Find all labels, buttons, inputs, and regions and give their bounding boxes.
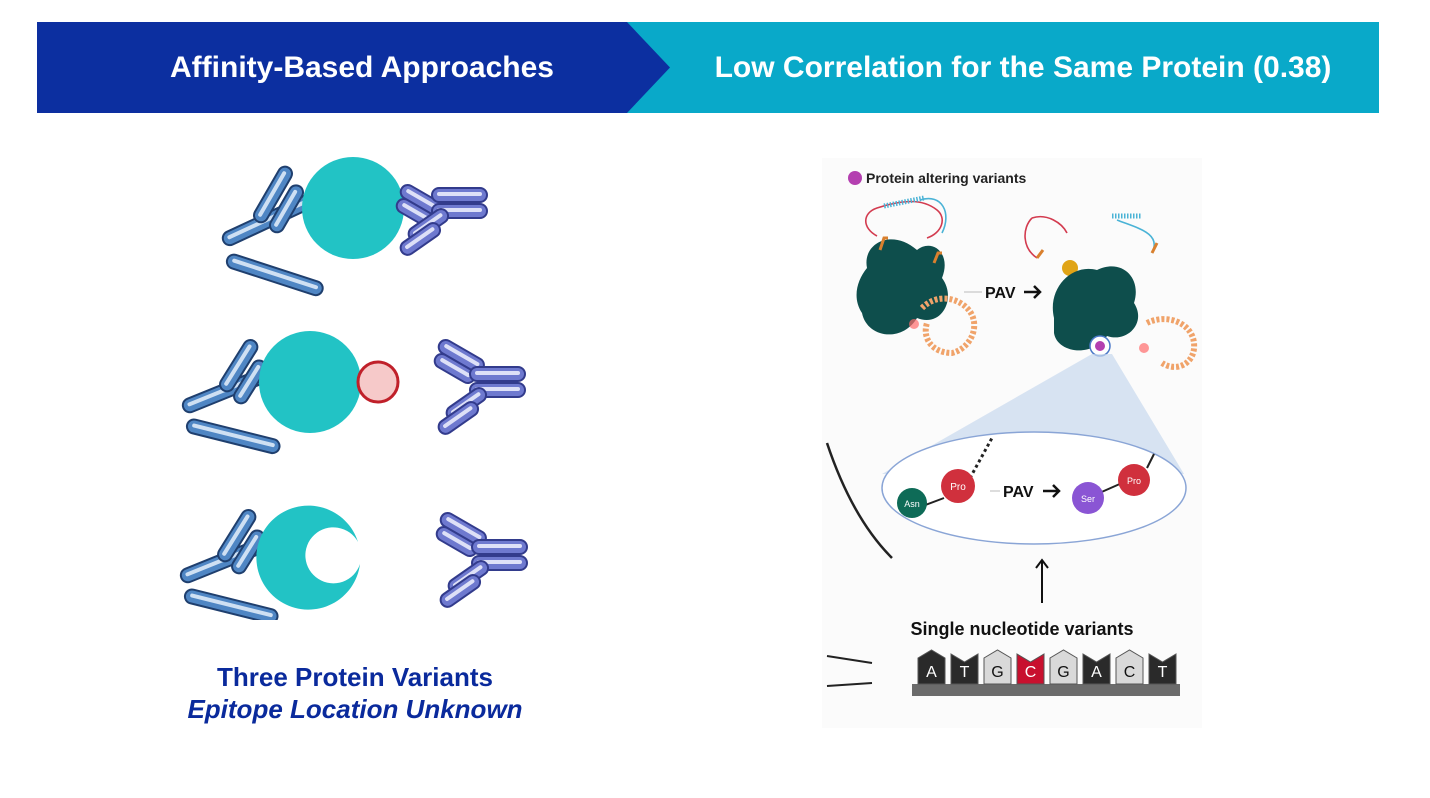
antibody-illustration [179, 157, 528, 620]
nucleotide-letter: C [1025, 664, 1037, 681]
residue-pro-left-label: Pro [950, 482, 966, 493]
banner-left-arrow [37, 22, 670, 113]
nucleotide-letter: G [991, 664, 1003, 681]
nucleotide-block [1148, 653, 1177, 685]
nucleotide-block [950, 653, 979, 685]
residue-pro-right [1118, 464, 1150, 496]
pav-label-zoom: PAV [1003, 484, 1034, 501]
residue-asn-label: Asn [904, 499, 920, 509]
snv-title: Single nucleotide variants [910, 619, 1133, 639]
protein-blob-1 [856, 239, 948, 335]
nucleotide-letter: T [1158, 664, 1168, 681]
decorative-lines [826, 655, 873, 687]
nucleotide-letter: A [926, 664, 937, 681]
nucleotide-block [917, 649, 946, 685]
header-banner: Affinity-Based Approaches Low Correlatio… [37, 22, 1379, 113]
zoom-ellipse [881, 431, 1187, 545]
residue-ser-label: Ser [1081, 494, 1095, 504]
nucleotide-letter: T [960, 664, 970, 681]
nucleotide-letter: A [1091, 664, 1102, 681]
pav-diagram: Protein altering variants PAV Asn Pro [822, 158, 1202, 728]
released-fragment [1062, 260, 1078, 276]
pav-arrow-top [1024, 285, 1042, 299]
nucleotide-block [1082, 653, 1111, 685]
pav-label-top: PAV [985, 285, 1016, 302]
antibody-left-2 [181, 338, 281, 455]
legend-dot [848, 171, 862, 185]
right-title: Low Correlation for the Same Protein (0.… [714, 50, 1332, 84]
nucleotide-block [1049, 649, 1078, 685]
protein-3-truncated [256, 505, 360, 610]
antibody-left-3 [179, 508, 279, 620]
residue-pro-left [941, 469, 975, 503]
variant-site-dot [1095, 341, 1105, 351]
protein-blob-2 [1052, 266, 1139, 351]
nucleotide-block [983, 649, 1012, 685]
residue-asn [897, 488, 927, 518]
nucleotide-block [1016, 653, 1045, 685]
protein-1 [302, 157, 404, 259]
antibody-right-2 [433, 339, 526, 435]
protein-complex-normal [856, 195, 978, 357]
antibody-right-3 [435, 512, 528, 608]
residue-pro-right-label: Pro [1127, 476, 1141, 486]
pav-arrow-zoom [1043, 484, 1061, 498]
caption-line-2: Epitope Location Unknown [187, 694, 523, 724]
legend-label: Protein altering variants [866, 170, 1026, 186]
variant-epitope-2 [356, 360, 400, 404]
banner-background [37, 22, 1379, 113]
residue-ser [1072, 482, 1104, 514]
left-title: Affinity-Based Approaches [170, 50, 554, 84]
up-arrow [1035, 558, 1049, 603]
antibody-right-1 [395, 184, 488, 256]
antibody-left-1 [221, 165, 324, 297]
caption-line-1: Three Protein Variants [217, 662, 493, 692]
nucleotide-block [1115, 649, 1144, 685]
protein-2 [259, 331, 361, 433]
decorative-curve [825, 442, 893, 559]
variant-1 [221, 157, 488, 297]
variant-2 [181, 331, 526, 455]
dna-backbone [912, 684, 1180, 696]
nucleotide-letter: G [1057, 664, 1069, 681]
protein-complex-altered [1024, 213, 1198, 370]
variant-3 [179, 505, 528, 620]
nucleotide-letter: C [1124, 664, 1136, 681]
